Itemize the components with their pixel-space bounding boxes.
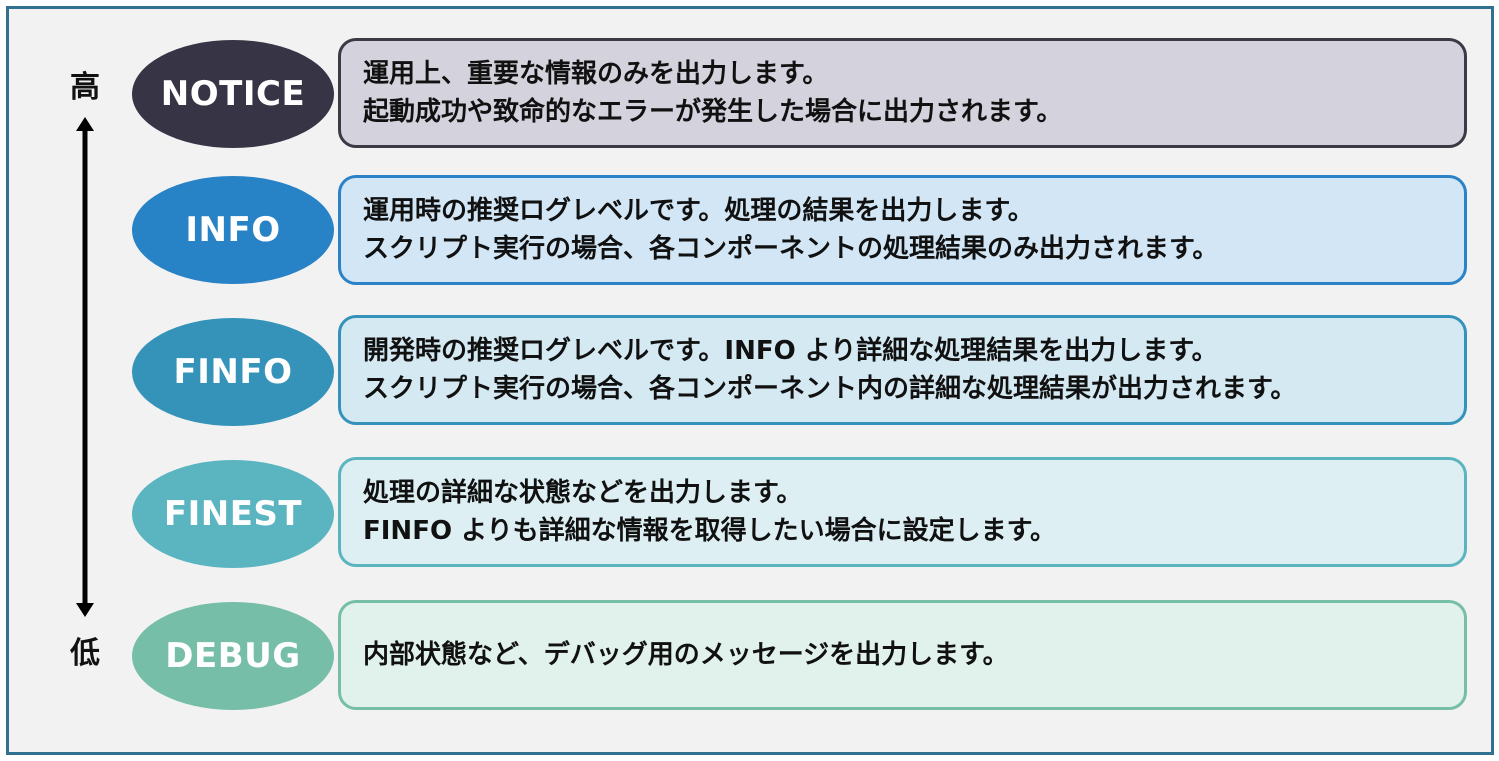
axis-low-label: 低: [70, 636, 100, 671]
level-name: DEBUG: [165, 636, 301, 676]
description-line: 運用時の推奨ログレベルです。処理の結果を出力します。: [363, 196, 1034, 226]
description-line: FINFO よりも詳細な情報を取得したい場合に設定します。: [363, 516, 1056, 546]
level-name: INFO: [185, 210, 281, 250]
description-line: 処理の詳細な状態などを出力します。: [363, 478, 803, 508]
level-ellipse-debug: DEBUG: [132, 602, 334, 710]
double-headed-vertical-arrow-icon: [76, 117, 94, 617]
description-line: 内部状態など、デバッグ用のメッセージを出力します。: [363, 640, 1009, 670]
level-name: NOTICE: [160, 74, 306, 114]
description-line: スクリプト実行の場合、各コンポーネントの処理結果のみ出力されます。: [363, 234, 1219, 264]
level-description-finest: 処理の詳細な状態などを出力します。 FINFO よりも詳細な情報を取得したい場合…: [338, 457, 1467, 567]
level-name: FINEST: [163, 494, 303, 534]
level-ellipse-finfo: FINFO: [132, 318, 334, 426]
level-description-finfo: 開発時の推奨ログレベルです。INFO より詳細な処理結果を出力します。 スクリプ…: [338, 315, 1467, 425]
description-line: 開発時の推奨ログレベルです。INFO より詳細な処理結果を出力します。: [363, 336, 1218, 366]
axis-high-label: 高: [70, 70, 100, 105]
description-line: スクリプト実行の場合、各コンポーネント内の詳細な処理結果が出力されます。: [363, 374, 1297, 404]
level-description-info: 運用時の推奨ログレベルです。処理の結果を出力します。 スクリプト実行の場合、各コ…: [338, 175, 1467, 285]
level-ellipse-notice: NOTICE: [132, 40, 334, 148]
description-line: 起動成功や致命的なエラーが発生した場合に出力されます。: [363, 97, 1063, 127]
description-line: 運用上、重要な情報のみを出力します。: [363, 59, 829, 89]
level-description-notice: 運用上、重要な情報のみを出力します。 起動成功や致命的なエラーが発生した場合に出…: [338, 38, 1467, 148]
level-description-debug: 内部状態など、デバッグ用のメッセージを出力します。: [338, 600, 1467, 710]
level-ellipse-finest: FINEST: [132, 460, 334, 568]
level-ellipse-info: INFO: [132, 176, 334, 284]
level-name: FINFO: [173, 352, 293, 392]
